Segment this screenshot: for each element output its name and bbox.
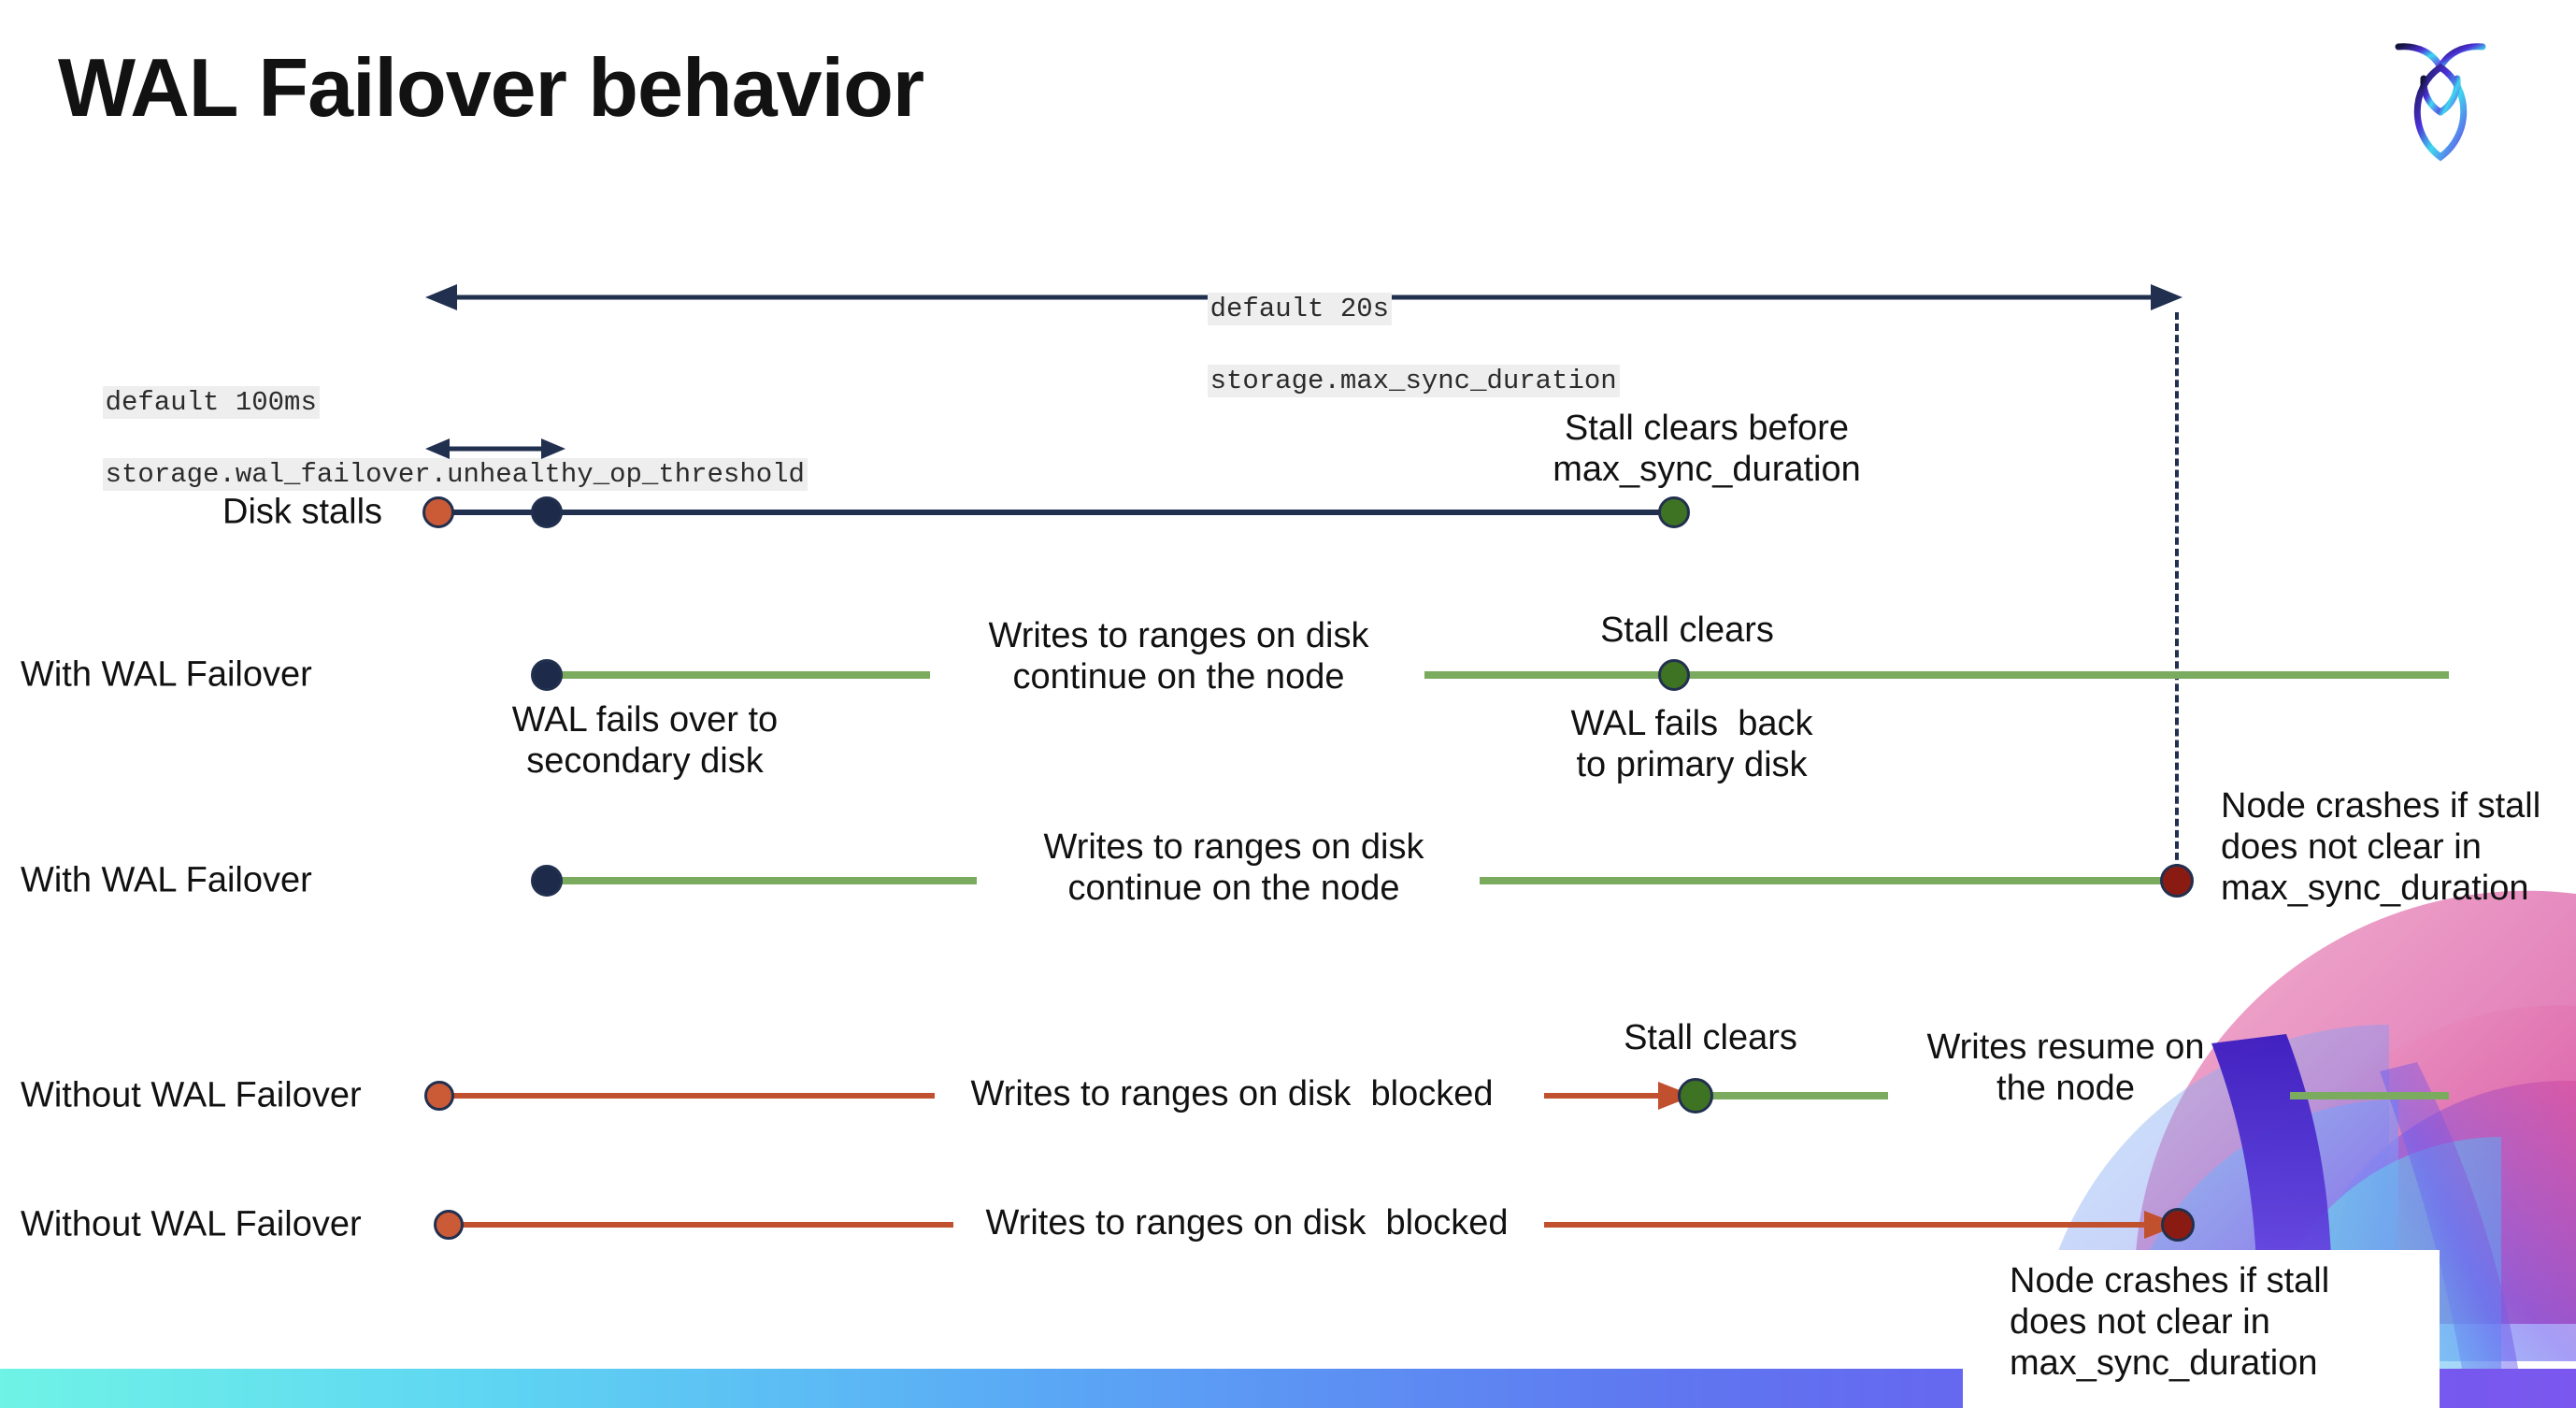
without-wal-failover-1-clears-dot [1678, 1078, 1713, 1113]
with-wal-failover-1-clears-dot [1658, 659, 1690, 691]
note-wal-fails-back: WAL fails back to primary disk [1570, 704, 1813, 785]
without-wal-failover-1-track-resume [1707, 1092, 1888, 1099]
with-wal-failover-2-track-right [1480, 877, 2181, 884]
disk-stalls-failover-dot [531, 496, 563, 528]
disk-stalls-clears-dot [1658, 496, 1690, 528]
note-writes-continue-2: Writes to ranges on disk continue on the… [1043, 827, 1424, 909]
row-label-without-wal-failover-1: Without WAL Failover [21, 1075, 362, 1115]
with-wal-failover-1-track-left [547, 671, 930, 679]
note-stall-clears-2: Stall clears [1624, 1018, 1797, 1057]
row-label-disk-stalls: Disk stalls [222, 492, 383, 532]
max-sync-key-label: storage.max_sync_duration [1207, 364, 1620, 397]
with-wal-failover-2-crash-dot [2160, 864, 2194, 898]
unhealthy-op-default-label: default 100ms [102, 386, 320, 420]
note-writes-blocked-2: Writes to ranges on disk blocked [985, 1203, 1509, 1243]
note-writes-continue-1: Writes to ranges on disk continue on the… [988, 616, 1369, 697]
without-wal-failover-2-arrow [1544, 1210, 2180, 1240]
disk-stalls-track [436, 510, 1679, 515]
cockroachdb-logo-icon [2389, 34, 2492, 165]
without-wal-failover-1-track-resume-far [2290, 1092, 2449, 1099]
max-sync-deadline-dashed-line [2175, 312, 2179, 883]
without-wal-failover-2-track-left [447, 1222, 953, 1228]
note-wal-fails-over: WAL fails over to secondary disk [511, 700, 779, 782]
unhealthy-op-threshold-setting: default 100ms storage.wal_failover.unhea… [37, 350, 808, 528]
without-wal-failover-1-track-left [439, 1093, 935, 1099]
row-label-without-wal-failover-2: Without WAL Failover [21, 1204, 362, 1244]
max-sync-default-label: default 20s [1207, 293, 1393, 326]
note-node-crashes-1: Node crashes if stall does not clear in … [2221, 786, 2541, 909]
with-wal-failover-2-track-left [547, 877, 977, 884]
note-writes-resume: Writes resume on the node [1926, 1027, 2205, 1109]
without-wal-failover-2-start-dot [434, 1210, 464, 1240]
with-wal-failover-1-track-right [1424, 671, 2449, 679]
node-crashes-callout-box [1963, 1250, 2440, 1408]
with-wal-failover-1-failover-dot [531, 659, 563, 691]
note-stall-clears-before-max-sync: Stall clears before max_sync_duration [1553, 409, 1861, 490]
unhealthy-op-threshold-arrow [425, 435, 565, 463]
without-wal-failover-1-arrow [1544, 1081, 1694, 1111]
max-sync-duration-setting: default 20s storage.max_sync_duration [1142, 256, 1620, 435]
unhealthy-op-key-label: storage.wal_failover.unhealthy_op_thresh… [102, 457, 808, 491]
with-wal-failover-2-failover-dot [531, 865, 563, 897]
disk-stalls-start-dot [422, 496, 454, 528]
note-writes-blocked-1: Writes to ranges on disk blocked [970, 1074, 1494, 1113]
row-label-with-wal-failover-1: With WAL Failover [21, 654, 312, 695]
note-stall-clears-1: Stall clears [1600, 611, 1774, 650]
page-title: WAL Failover behavior [58, 41, 924, 134]
row-label-with-wal-failover-2: With WAL Failover [21, 860, 312, 900]
without-wal-failover-2-crash-dot [2161, 1208, 2195, 1242]
note-node-crashes-2: Node crashes if stall does not clear in … [2010, 1261, 2330, 1384]
without-wal-failover-1-start-dot [424, 1081, 454, 1111]
